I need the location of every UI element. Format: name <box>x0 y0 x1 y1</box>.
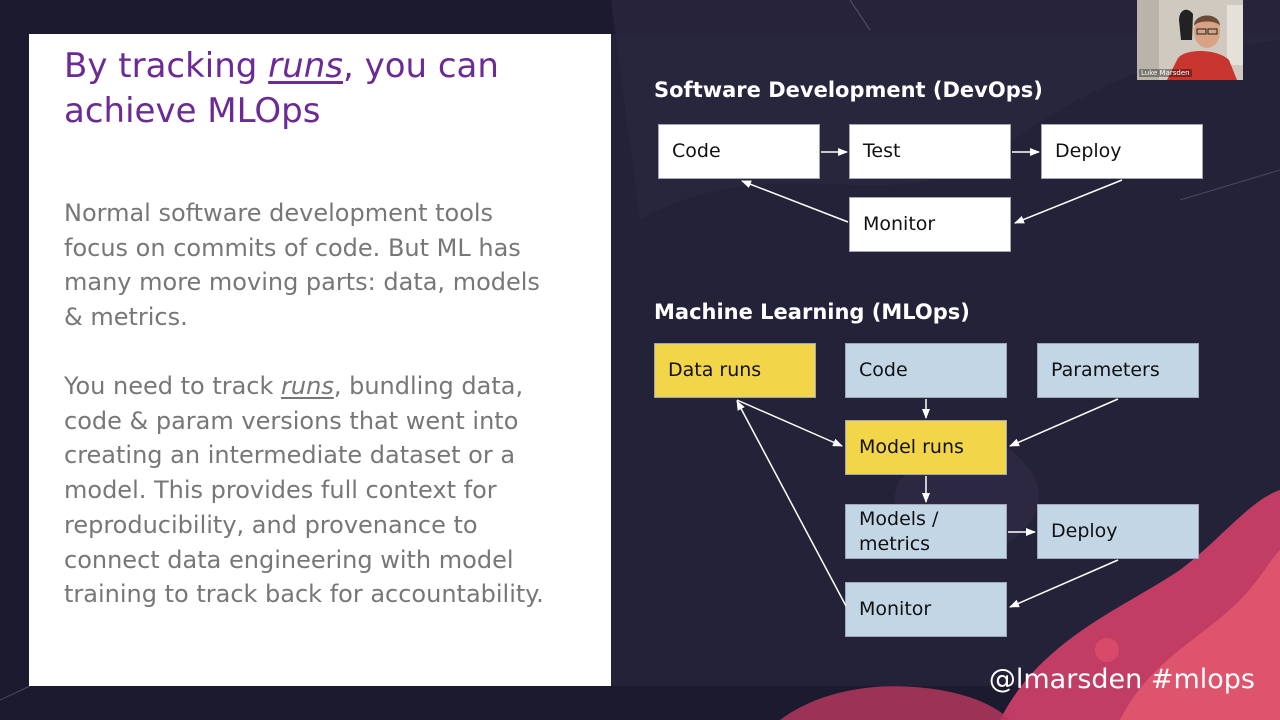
twitter-handle: @lmarsden #mlops <box>988 664 1255 695</box>
mlops-model-runs-box: Model runs <box>845 420 1007 475</box>
presenter-name: Luke Marsden <box>1139 69 1192 77</box>
paragraph-runs: You need to track runs, bundling data, c… <box>64 372 544 609</box>
mlops-monitor-box: Monitor <box>845 582 1007 637</box>
webcam-feed: Luke Marsden <box>1137 0 1243 80</box>
mlops-deploy-box: Deploy <box>1037 504 1199 559</box>
paragraph-commits: Normal software development tools focus … <box>64 199 540 332</box>
devops-title: Software Development (DevOps) <box>654 78 1043 102</box>
mlops-models-metrics-box: Models / metrics <box>845 504 1007 559</box>
devops-deploy-box: Deploy <box>1041 124 1203 179</box>
mlops-data-runs-box: Data runs <box>654 343 816 398</box>
devops-monitor-box: Monitor <box>849 197 1011 252</box>
mlops-code-box: Code <box>845 343 1007 398</box>
presenter-image <box>1137 0 1243 80</box>
text-panel <box>29 34 611 686</box>
mlops-parameters-box: Parameters <box>1037 343 1199 398</box>
mlops-title: Machine Learning (MLOps) <box>654 300 970 324</box>
slide-heading: By tracking runs, you can achieve MLOps <box>64 46 499 131</box>
devops-test-box: Test <box>849 124 1011 179</box>
devops-code-box: Code <box>658 124 820 179</box>
